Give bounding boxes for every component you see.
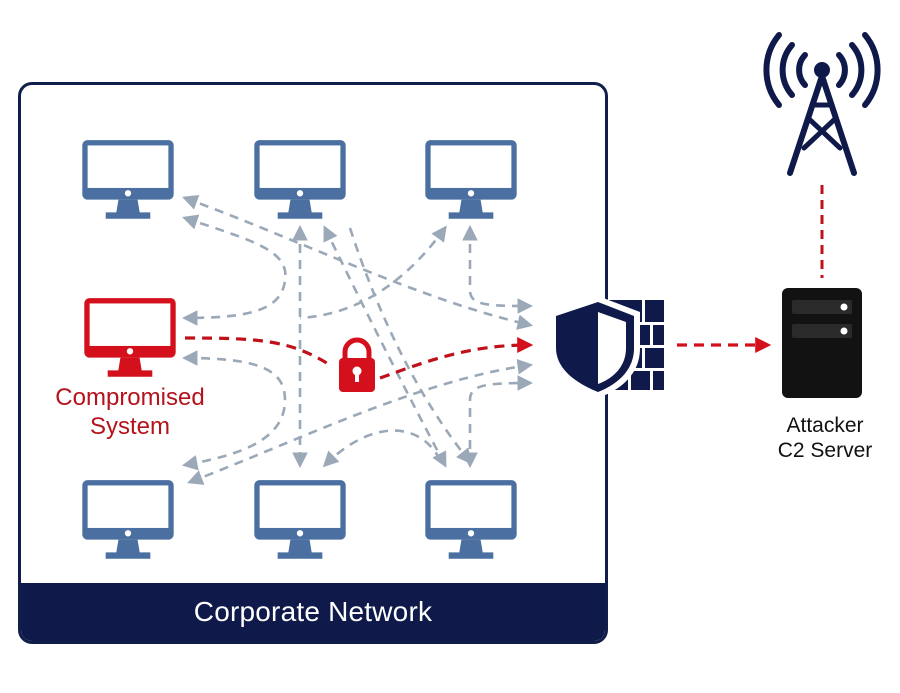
traffic-line bbox=[348, 227, 472, 465]
traffic-line bbox=[187, 358, 534, 485]
radio-tower-icon bbox=[763, 32, 881, 176]
lock-icon bbox=[339, 337, 375, 392]
c2-server-label: Attacker C2 Server bbox=[760, 413, 890, 463]
firewall-shield-icon[interactable] bbox=[550, 296, 664, 398]
workstation-bottom-center-icon[interactable] bbox=[254, 480, 346, 559]
exfiltration-path bbox=[184, 338, 530, 380]
workstation-bottom-right-icon[interactable] bbox=[425, 480, 517, 559]
traffic-line bbox=[462, 375, 534, 469]
corporate-network-label: Corporate Network bbox=[21, 583, 605, 641]
workstation-top-right-icon[interactable] bbox=[425, 140, 517, 219]
traffic-line bbox=[323, 225, 447, 468]
traffic-line bbox=[181, 214, 287, 326]
traffic-line bbox=[322, 429, 442, 468]
compromised-system-label: Compromised System bbox=[40, 384, 220, 442]
traffic-line bbox=[299, 225, 447, 320]
compromised-label-line1: Compromised bbox=[55, 384, 205, 411]
compromised-system-icon[interactable] bbox=[84, 298, 176, 377]
compromised-label-line2: System bbox=[89, 412, 170, 440]
workstation-top-center-icon[interactable] bbox=[254, 140, 346, 219]
internal-traffic-lines bbox=[181, 194, 534, 485]
workstation-top-left-icon[interactable] bbox=[82, 140, 174, 219]
workstation-bottom-left-icon[interactable] bbox=[82, 480, 174, 559]
c2-server-icon[interactable] bbox=[782, 288, 862, 398]
traffic-line bbox=[462, 224, 534, 314]
c2-label-line1: Attacker bbox=[786, 414, 864, 437]
c2-label-line2: C2 Server bbox=[777, 439, 873, 463]
